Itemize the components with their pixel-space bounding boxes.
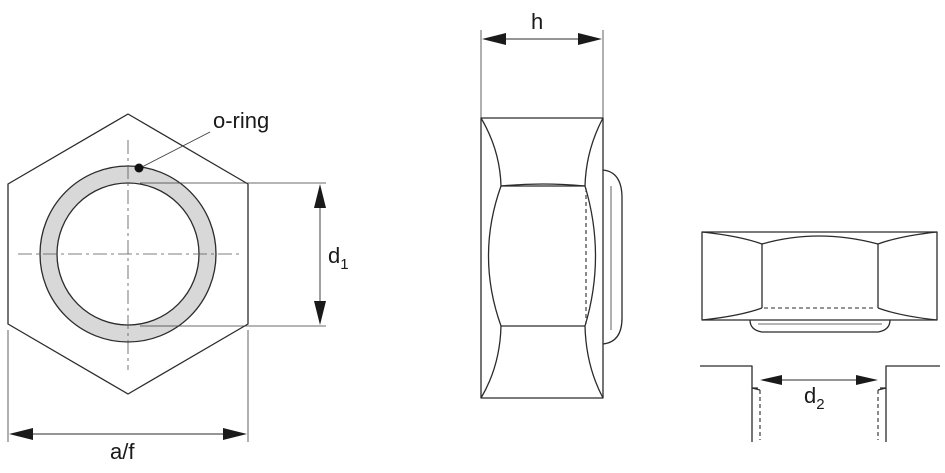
- h-label: h: [531, 9, 543, 34]
- af-label: a/f: [110, 439, 135, 464]
- detail-o-ring: [749, 319, 891, 333]
- d1-arrow-top: [314, 184, 326, 208]
- hex-outline: [7, 113, 249, 395]
- d2-arrow-right: [856, 375, 878, 385]
- d1-arrow-bottom: [314, 301, 326, 325]
- af-arrow-right: [223, 428, 247, 440]
- d1-label: d1: [328, 243, 349, 273]
- chamfer-left-small: [751, 387, 761, 391]
- d2-arrow-left: [760, 375, 782, 385]
- detail-chamfer-top: [701, 231, 938, 245]
- h-arrow-right: [578, 33, 602, 45]
- d2-label-base: d: [804, 383, 816, 408]
- detail-chamfer-bottom: [701, 307, 938, 321]
- side-view: h: [480, 9, 623, 399]
- side-flat-right-curve: [584, 185, 597, 327]
- side-chamfer-bottom: [480, 325, 604, 399]
- side-body-outline: [480, 117, 604, 399]
- o-ring-label: o-ring: [213, 108, 269, 133]
- side-chamfer-top: [480, 117, 604, 187]
- af-arrow-left: [9, 428, 33, 440]
- o-ring-leader-line: [139, 131, 211, 169]
- d1-label-sub: 1: [340, 256, 348, 273]
- o-ring-leader-dot: [134, 163, 144, 173]
- chamfer-right-small: [877, 387, 887, 391]
- d2-label-sub: 2: [816, 396, 824, 413]
- detail-body-outline: [701, 231, 938, 321]
- surface-left: [700, 365, 758, 389]
- h-arrow-left: [482, 33, 506, 45]
- side-flat-left-curve: [487, 185, 502, 327]
- front-view: o-ring d1 a/f: [7, 108, 349, 464]
- d1-label-base: d: [328, 243, 340, 268]
- surface-right: [880, 365, 940, 389]
- detail-view: d2: [700, 231, 940, 442]
- d2-label: d2: [804, 383, 825, 413]
- side-o-ring-bulge: [602, 169, 623, 345]
